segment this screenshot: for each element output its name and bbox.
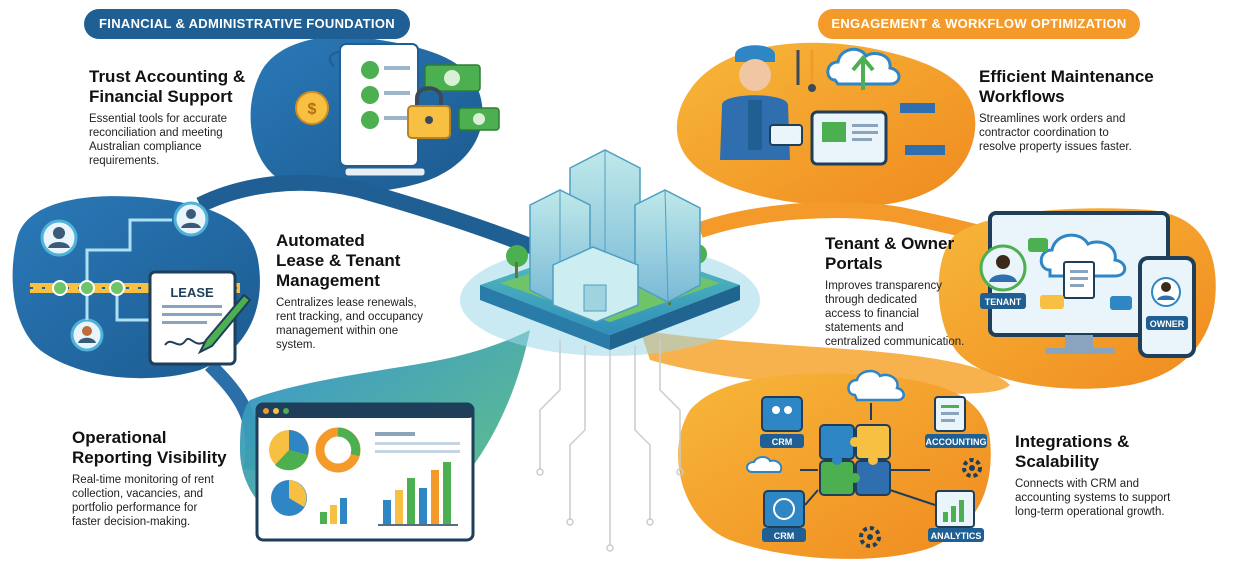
platform-side-right bbox=[610, 285, 740, 350]
chat-bubble-icon bbox=[1028, 238, 1048, 252]
accounting-document-icon: ACCOUNTING bbox=[925, 396, 987, 448]
dollar-coin-icon bbox=[361, 111, 379, 129]
tools-icon bbox=[796, 50, 816, 92]
crm-users-icon: CRM bbox=[760, 396, 804, 448]
dollar-coin-icon bbox=[361, 86, 379, 104]
crm-network-icon: CRM bbox=[762, 490, 806, 542]
integrations-scalability-block: Integrations &Scalability Connects with … bbox=[1015, 432, 1215, 519]
gear-icon bbox=[962, 458, 982, 478]
analytics-chart-icon: ANALYTICS bbox=[928, 490, 984, 542]
orange-mid-swoosh bbox=[640, 330, 1010, 394]
lease-illustration: LEASE bbox=[30, 201, 252, 366]
pie-chart-icon bbox=[271, 480, 307, 516]
timeline-node bbox=[79, 280, 95, 296]
reporting-dashboard-illustration bbox=[255, 402, 475, 542]
pen-icon bbox=[197, 293, 252, 355]
portals-illustration: TENANT OWNER bbox=[979, 211, 1196, 358]
financial-foundation-banner: FINANCIAL & ADMINISTRATIVE FOUNDATION bbox=[84, 9, 410, 39]
trust-accounting-title: Trust Accounting &Financial Support bbox=[89, 67, 246, 106]
owner-avatar-icon bbox=[1151, 277, 1181, 307]
trust-accounting-block: Trust Accounting &Financial Support Esse… bbox=[89, 67, 279, 168]
donut-chart-icon bbox=[315, 427, 361, 473]
lease-management-desc: Centralizes lease renewals,rent tracking… bbox=[276, 297, 424, 351]
dollar-coin-icon bbox=[361, 61, 379, 79]
maintenance-illustration bbox=[720, 45, 945, 166]
glass-buildings bbox=[529, 149, 701, 323]
owner-label: OWNER bbox=[1150, 319, 1185, 329]
circuit-lines bbox=[536, 340, 684, 552]
center-building-hub bbox=[460, 149, 760, 552]
bar-chart-icon bbox=[378, 462, 458, 526]
integrations-illustration: CRM ACCOUNTING CRM ANALYTICS bbox=[746, 369, 987, 548]
crm-top-label: CRM bbox=[772, 437, 793, 447]
trust-accounting-illustration: $ bbox=[295, 43, 500, 177]
cloud-icon bbox=[1039, 233, 1127, 278]
integrations-scalability-title: Integrations &Scalability bbox=[1015, 432, 1130, 471]
phone-icon bbox=[1138, 256, 1196, 358]
crm-bottom-label: CRM bbox=[774, 531, 795, 541]
person-avatar-icon bbox=[40, 219, 78, 257]
person-avatar-icon bbox=[70, 318, 104, 352]
puzzle-icon bbox=[819, 424, 891, 496]
timeline-node bbox=[109, 280, 125, 296]
platform-side-left bbox=[480, 285, 610, 350]
lease-label: LEASE bbox=[170, 285, 214, 300]
cloud-icon bbox=[746, 456, 783, 473]
cloud-upload-icon bbox=[826, 47, 901, 90]
chat-bubble-icon bbox=[1040, 295, 1064, 309]
person-avatar-icon bbox=[173, 201, 209, 237]
padlock-icon bbox=[407, 86, 451, 139]
analytics-label: ANALYTICS bbox=[931, 531, 982, 541]
tenant-label: TENANT bbox=[985, 297, 1022, 307]
technician-icon bbox=[720, 45, 790, 160]
tenant-avatar-icon: TENANT bbox=[979, 244, 1027, 309]
gold-coin-icon bbox=[295, 91, 329, 125]
svg-text:$: $ bbox=[308, 101, 317, 118]
engagement-optimization-banner: ENGAGEMENT & WORKFLOW OPTIMIZATION bbox=[818, 9, 1140, 39]
blue-swoosh bbox=[196, 174, 543, 258]
pie-chart-icon bbox=[269, 430, 309, 471]
clipboard-icon bbox=[769, 124, 803, 146]
cloud-icon bbox=[847, 369, 905, 402]
chat-bubble-icon bbox=[1110, 296, 1132, 310]
gear-icon bbox=[859, 526, 881, 548]
timeline-node bbox=[52, 280, 68, 296]
accounting-label: ACCOUNTING bbox=[926, 437, 987, 447]
